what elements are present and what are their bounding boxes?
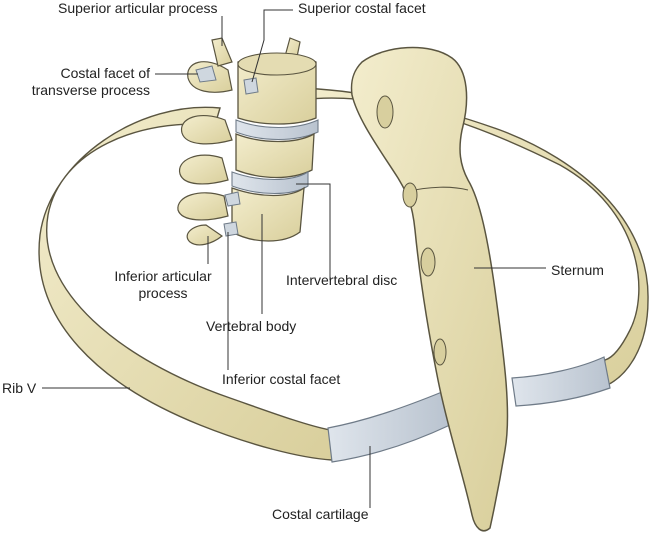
- costal-cartilage-shape: [327, 356, 611, 463]
- leader-superior-costal-facet: [251, 9, 293, 83]
- label-costal-cartilage: Costal cartilage: [272, 506, 369, 522]
- label-inferior-articular-process-line1: Inferior articular: [114, 268, 212, 284]
- label-superior-costal-facet: Superior costal facet: [298, 0, 426, 16]
- label-costal-facet-transverse: Costal facet of transverse process: [30, 65, 150, 99]
- vertebral-column-shape: [177, 37, 319, 246]
- label-sternum: Sternum: [551, 262, 604, 278]
- sternum-shape: [350, 46, 509, 532]
- label-vertebral-body: Vertebral body: [206, 318, 297, 334]
- label-inferior-articular-process-line2: process: [138, 285, 188, 301]
- leader-intervertebral-disc: [296, 183, 331, 280]
- label-inferior-costal-facet: Inferior costal facet: [222, 371, 341, 387]
- label-costal-facet-transverse-line1: Costal facet of: [60, 65, 151, 81]
- label-superior-articular-process: Superior articular process: [58, 0, 218, 16]
- leader-lines: [42, 9, 546, 508]
- label-rib-v: Rib V: [2, 380, 37, 396]
- label-costal-facet-transverse-line2: transverse process: [31, 82, 150, 98]
- label-inferior-articular-process: Inferior articular process: [98, 268, 228, 302]
- label-intervertebral-disc: Intervertebral disc: [286, 272, 398, 288]
